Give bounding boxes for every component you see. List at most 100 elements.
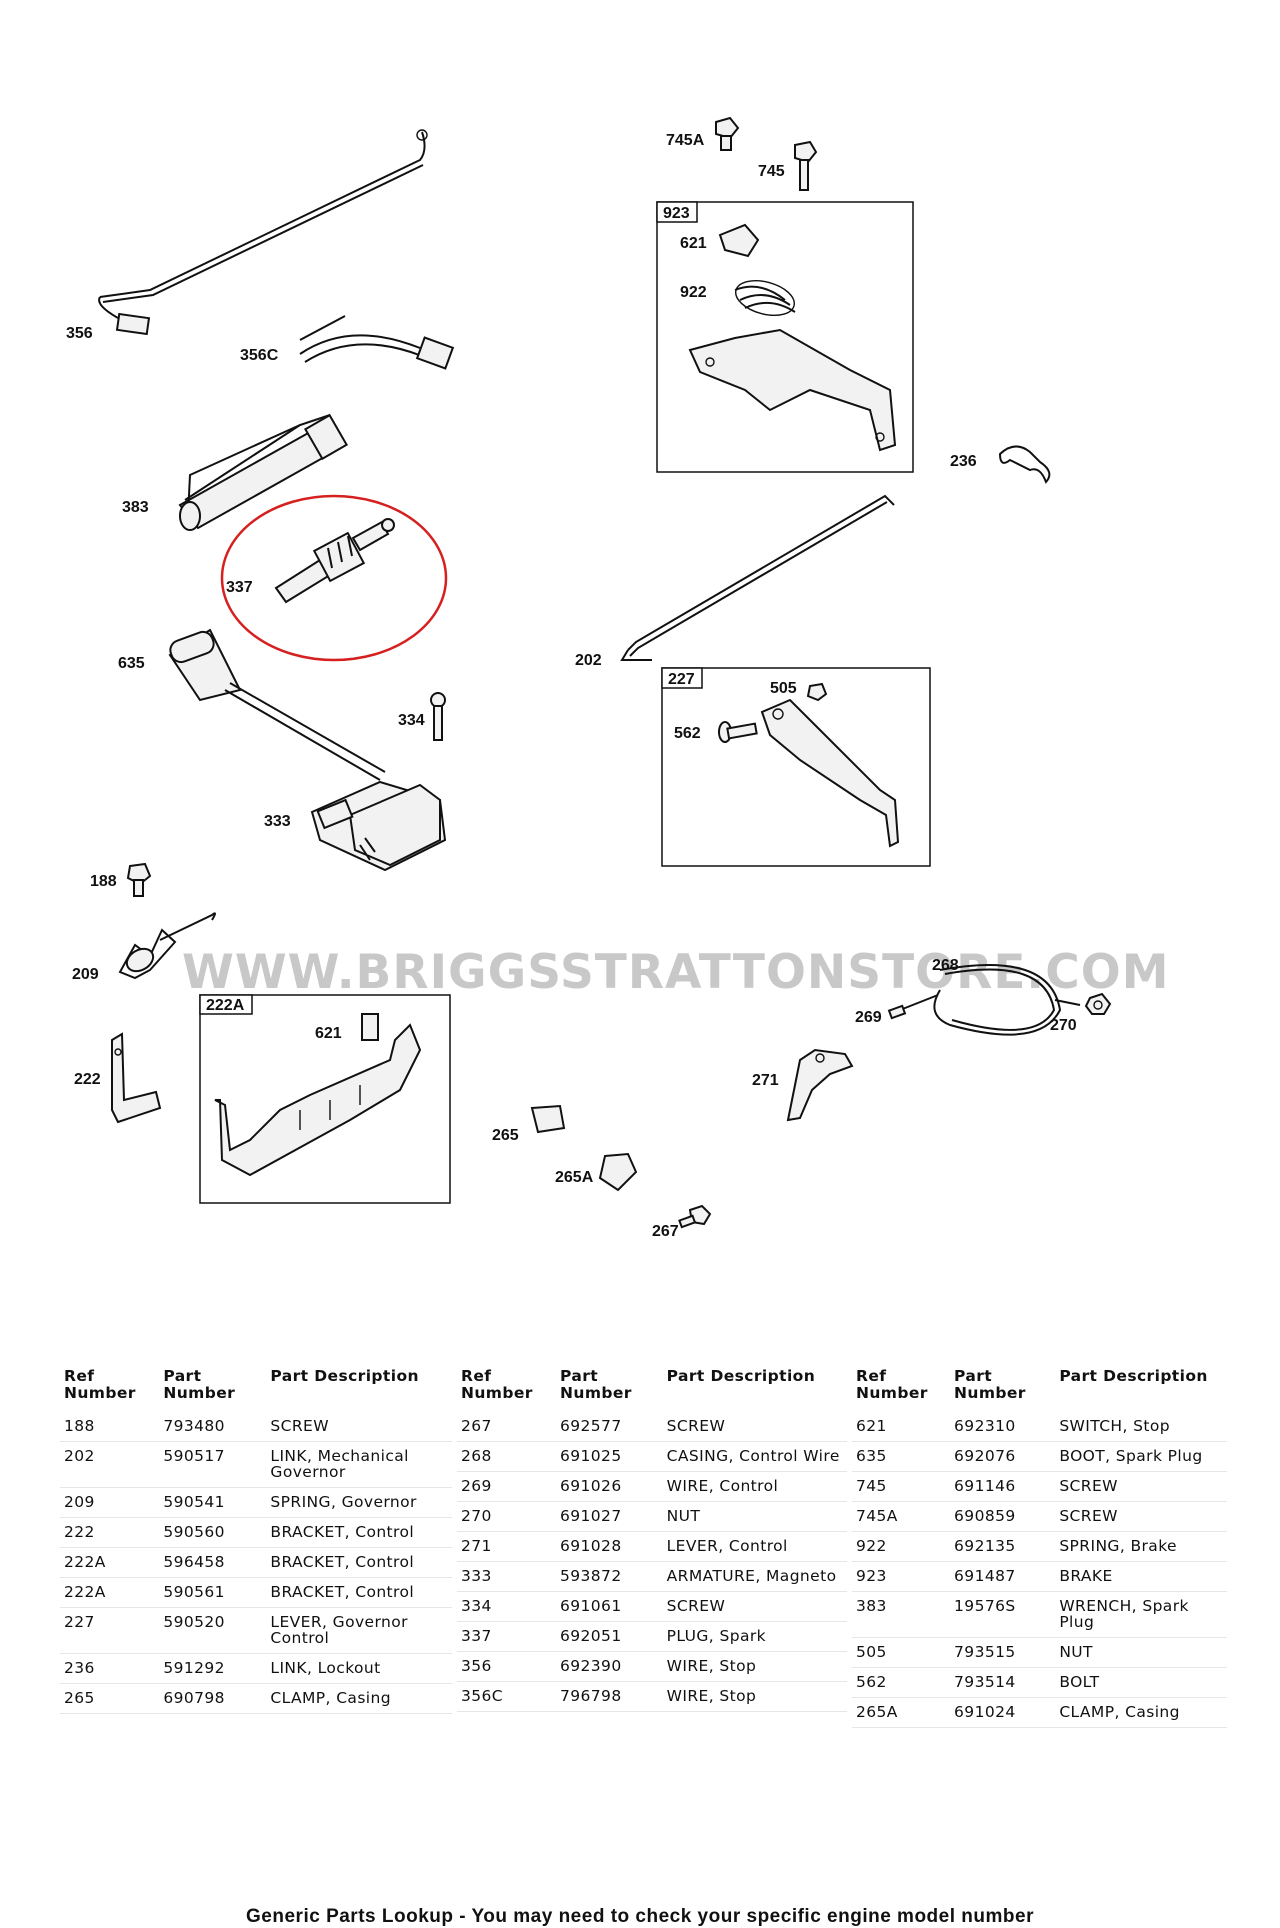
exploded-parts-diagram: WWW.BRIGGSSTRATTONSTORE.COM 356 356C 383… [66,116,1169,1240]
description-cell: BRACKET, Control [266,1577,452,1608]
ref-cell: 745A [852,1501,951,1532]
part-number-cell: 690798 [159,1683,267,1714]
callout-383: 383 [122,499,149,516]
part-number-cell: 793515 [950,1637,1056,1668]
description-cell: NUT [662,1501,847,1532]
part-265a-casing-clamp[interactable] [598,1152,638,1192]
part-270-nut[interactable] [1084,992,1112,1015]
part-number-cell: 596458 [159,1547,267,1578]
part-number-cell: 692135 [950,1531,1056,1562]
part-number-cell: 691028 [556,1531,663,1562]
ref-cell: 269 [457,1471,557,1502]
description-cell: PLUG, Spark [662,1621,847,1652]
part-265-casing-clamp[interactable] [530,1104,566,1134]
callout-922: 922 [680,284,707,301]
box-227-governor-control-lever[interactable] [661,667,931,867]
part-202-governor-link[interactable] [620,494,895,661]
callout-265: 265 [492,1127,519,1144]
part-562-bolt[interactable] [718,721,758,743]
part-337-spark-plug[interactable] [274,518,395,604]
part-number-cell: 793514 [950,1667,1056,1698]
box-label-227: 227 [668,671,695,688]
part-383-spark-plug-wrench[interactable] [178,413,348,531]
part-number-cell: 19576S [950,1591,1056,1638]
part-188-screw[interactable] [126,862,152,897]
part-236-lockout-link[interactable] [998,445,1051,484]
part-number-cell: 590541 [159,1487,267,1518]
part-635-spark-plug-boot[interactable] [168,628,386,781]
ref-cell: 227 [60,1607,160,1654]
description-cell: BRAKE [1055,1561,1227,1592]
description-cell: BRACKET, Control [266,1517,452,1548]
part-334-screw[interactable] [430,692,446,741]
ref-cell: 635 [852,1441,951,1472]
part-745-screw[interactable] [794,140,818,191]
callout-337: 337 [226,579,253,596]
callout-333: 333 [264,813,291,830]
description-cell: LINK, Mechanical Governor [266,1441,452,1488]
part-268-control-wire-casing[interactable] [933,964,1081,1036]
part-number-cell: 793480 [159,1412,267,1442]
description-cell: LEVER, Governor Control [266,1607,452,1654]
callout-209: 209 [72,966,99,983]
description-cell: ARMATURE, Magneto [662,1561,847,1592]
part-356c-stop-wire[interactable] [299,315,455,370]
part-222-bracket[interactable] [111,1032,162,1124]
part-745a-screw[interactable] [715,116,740,151]
part-number-cell: 691487 [950,1561,1056,1592]
ref-cell: 222A [60,1577,160,1608]
box-222a-bracket-assembly[interactable] [199,994,451,1204]
callout-356c: 356C [240,347,279,364]
footer-note: Generic Parts Lookup - You may need to c… [246,1906,1034,1927]
callout-621-upper: 621 [680,235,707,252]
box-923-brake-assembly[interactable] [656,201,914,473]
header-part-description: Part Description [1059,1367,1208,1385]
part-356-stop-wire[interactable] [98,129,428,336]
callout-236: 236 [950,453,977,470]
ref-cell: 922 [852,1531,951,1562]
part-number-cell: 691025 [556,1441,663,1472]
part-number-cell: 691026 [556,1471,663,1502]
part-333-armature[interactable] [310,780,447,872]
part-209-governor-spring[interactable] [118,912,216,980]
part-271-control-lever[interactable] [786,1048,854,1122]
part-267-screw[interactable] [678,1204,712,1229]
description-cell: SCREW [266,1412,452,1442]
part-269-control-wire[interactable] [887,994,939,1020]
ref-cell: 337 [457,1621,557,1652]
ref-cell: 268 [457,1441,557,1472]
part-number-cell: 691024 [950,1697,1056,1728]
